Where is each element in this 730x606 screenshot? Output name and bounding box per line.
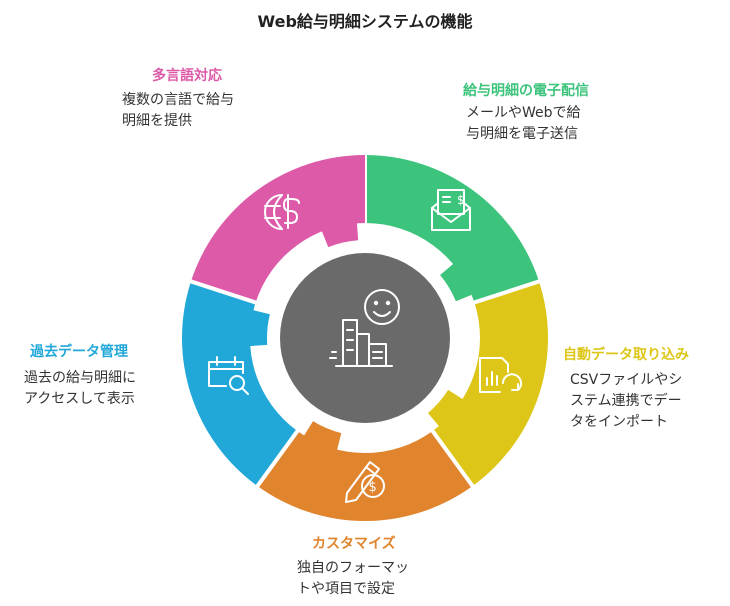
customize-desc-line: トや項目で設定 [297,581,395,597]
chart-refresh-icon [479,357,522,393]
customize-segment [257,431,473,521]
electronic-delivery-segment-tab [440,263,473,302]
history-label: 過去データ管理 [30,344,128,360]
auto-import-desc-line: CSVファイルやシ [570,372,683,388]
multilingual-segment-tab [321,222,359,248]
electronic-delivery-desc: メールやWebで給 与明細を電子送信 [466,103,581,145]
center-circle [280,253,450,423]
segment-divider [188,278,259,305]
happy-employee-icon [329,289,400,367]
history-segment [182,281,298,487]
auto-import-desc: CSVファイルやシ ステム連携でデー タをインポート [570,370,682,433]
multilingual-label: 多言語対応 [152,68,222,84]
envelope-payslip-icon: $ [431,189,471,231]
multilingual-desc: 複数の言語で給与 明細を提供 [122,90,234,132]
customize-label: カスタマイズ [312,536,396,552]
electronic-delivery-desc-line: メールやWebで給 [466,105,581,121]
pen-dollar-icon: $ [345,461,385,503]
svg-text:$: $ [369,480,377,495]
globe-currency-icon [264,194,300,230]
electronic-delivery-desc-line: 与明細を電子送信 [466,126,578,142]
calendar-search-icon [208,356,249,395]
auto-import-desc-line: タをインポート [570,414,668,430]
multilingual-desc-line: 明細を提供 [122,113,192,129]
multilingual-desc-line: 複数の言語で給与 [122,92,234,108]
auto-import-desc-line: ステム連携でデー [570,393,682,409]
segment-divider [254,428,301,489]
diagram-title: Web給与明細システムの機能 [257,12,473,31]
history-desc: 過去の給与明細に アクセスして表示 [24,368,136,410]
history-segment-tab [249,309,270,347]
history-desc-line: アクセスして表示 [24,391,135,407]
segment-divider [471,278,542,305]
auto-import-segment [432,281,548,487]
svg-text:$: $ [457,193,465,207]
customize-desc: 独自のフォーマッ トや項目で設定 [297,558,409,600]
segment-divider [429,428,476,489]
customize-segment-tab [303,421,342,451]
history-desc-line: 過去の給与明細に [24,370,136,386]
auto-import-label: 自動データ取り込み [563,347,689,363]
auto-import-segment-tab [427,389,464,427]
electronic-delivery-segment [365,155,540,303]
customize-desc-line: 独自のフォーマッ [297,560,409,576]
electronic-delivery-label: 給与明細の電子配信 [463,83,589,99]
